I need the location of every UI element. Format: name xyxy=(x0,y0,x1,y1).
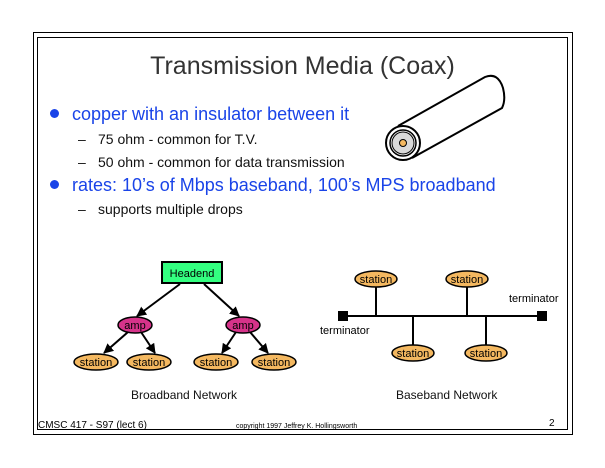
baseband-caption: Baseband Network xyxy=(396,388,498,402)
bullet-dot-icon xyxy=(50,108,59,118)
amp-label-1: amp xyxy=(124,320,145,332)
slide-border-outer xyxy=(33,32,573,435)
dash-icon: – xyxy=(78,154,86,170)
slide-title: Transmission Media (Coax) xyxy=(150,52,455,80)
bullet-2: rates: 10’s of Mbps baseband, 100’s MPS … xyxy=(50,175,496,196)
coax-cable-icon xyxy=(385,74,506,161)
headend-label: Headend xyxy=(170,268,215,280)
sub-bullet-1-2: –50 ohm - common for data transmission xyxy=(78,154,345,170)
baseband-station-4 xyxy=(464,344,508,362)
arrow-amp2-station3 xyxy=(221,331,237,354)
terminator-right-label: terminator xyxy=(509,293,559,305)
sub-bullet-1-1: –75 ohm - common for T.V. xyxy=(78,131,258,147)
station-label: station xyxy=(258,357,290,369)
arrow-amp1-station1 xyxy=(103,331,129,354)
station-label: station xyxy=(470,348,502,360)
arrow-amp2-station4 xyxy=(249,331,269,354)
broadband-station-3 xyxy=(193,353,239,371)
broadband-station-4 xyxy=(251,353,297,371)
station-label: station xyxy=(451,274,483,286)
sub-bullet-text: 50 ohm - common for data transmission xyxy=(98,154,345,170)
station-label: station xyxy=(80,357,112,369)
baseband-station-3 xyxy=(391,344,435,362)
terminator-right-icon xyxy=(537,311,547,321)
baseband-network-diagram: terminator terminator station station st… xyxy=(320,270,559,362)
page-number: 2 xyxy=(549,418,555,429)
bullet-1-text: copper with an insulator between it xyxy=(72,104,350,124)
slide-border-inner xyxy=(37,37,568,430)
dash-icon: – xyxy=(78,201,86,217)
baseband-station-2 xyxy=(445,270,489,288)
bullet-1: copper with an insulator between it xyxy=(50,104,349,125)
amp-label-2: amp xyxy=(232,320,253,332)
sub-bullet-text: supports multiple drops xyxy=(98,201,243,217)
arrow-headend-amp1 xyxy=(136,283,181,317)
arrow-headend-amp2 xyxy=(203,283,240,317)
dash-icon: – xyxy=(78,131,86,147)
bullet-2-text: rates: 10’s of Mbps baseband, 100’s MPS … xyxy=(72,175,496,195)
broadband-station-1 xyxy=(73,353,119,371)
footer-copyright: copyright 1997 Jeffrey K. Hollingsworth xyxy=(236,423,358,430)
terminator-left-icon xyxy=(338,311,348,321)
sub-bullet-2-1: –supports multiple drops xyxy=(78,201,243,217)
headend-box xyxy=(161,261,223,284)
station-label: station xyxy=(397,348,429,360)
station-label: station xyxy=(360,274,392,286)
terminator-left-label: terminator xyxy=(320,325,370,337)
amp-node-2 xyxy=(225,316,261,334)
broadband-network-diagram: Headend amp amp station station station … xyxy=(73,261,297,371)
baseband-station-1 xyxy=(354,270,398,288)
arrow-amp1-station2 xyxy=(140,331,156,354)
broadband-caption: Broadband Network xyxy=(131,388,238,402)
amp-node-1 xyxy=(117,316,153,334)
station-label: station xyxy=(200,357,232,369)
broadband-station-2 xyxy=(126,353,172,371)
bullet-dot-icon xyxy=(50,179,59,189)
sub-bullet-text: 75 ohm - common for T.V. xyxy=(98,131,258,147)
station-label: station xyxy=(133,357,165,369)
footer-course: CMSC 417 - S97 (lect 6) xyxy=(38,420,147,431)
